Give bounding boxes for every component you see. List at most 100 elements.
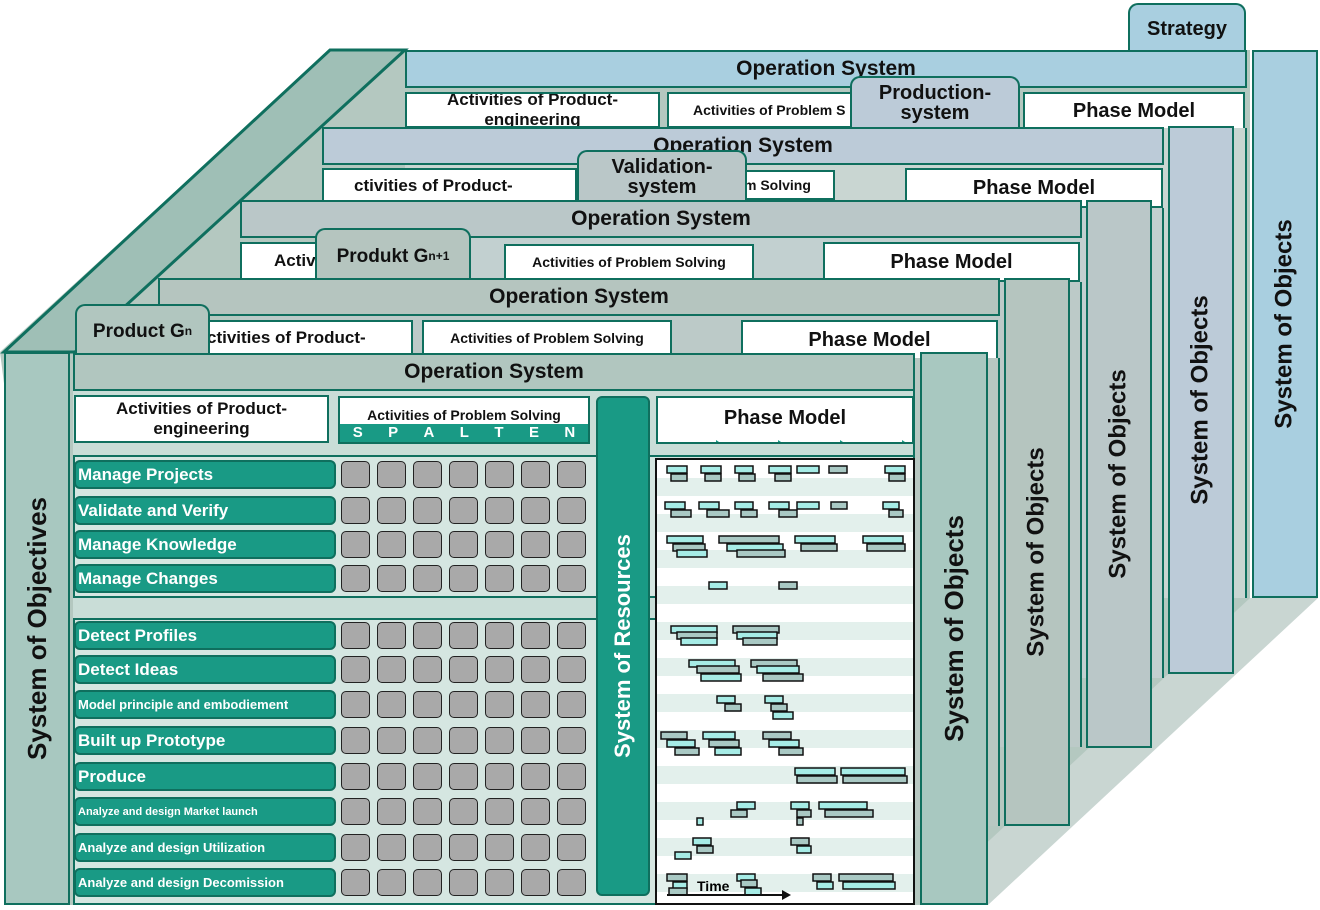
gantt-task-bar bbox=[842, 881, 896, 890]
gantt-task-bar bbox=[666, 465, 688, 474]
spalten-cell bbox=[557, 497, 586, 524]
gantt-task-bar bbox=[708, 739, 740, 748]
spalten-cell bbox=[449, 763, 478, 790]
gantt-bars bbox=[657, 465, 913, 900]
spalten-cell bbox=[341, 531, 370, 558]
gantt-task-bar bbox=[674, 851, 692, 860]
gantt-task-bar bbox=[824, 809, 874, 818]
gantt-task-bar bbox=[680, 637, 718, 646]
gantt-row-stripe bbox=[657, 838, 913, 856]
phase-model-box-2: Phase Model bbox=[823, 242, 1080, 282]
gantt-task-bar bbox=[768, 501, 790, 510]
spalten-cell bbox=[341, 834, 370, 861]
spalten-cell bbox=[521, 461, 550, 488]
gantt-task-bar bbox=[704, 473, 722, 482]
gantt-task-bar bbox=[778, 747, 804, 756]
spalten-cell bbox=[449, 798, 478, 825]
activities-problem-solving-box-2: Activities of Problem Solving bbox=[504, 244, 754, 280]
spalten-cell bbox=[377, 531, 406, 558]
spalten-letter: L bbox=[459, 424, 469, 441]
spalten-cell bbox=[557, 691, 586, 718]
spalten-cell bbox=[413, 869, 442, 896]
gantt-task-bar bbox=[700, 465, 722, 474]
gantt-task-bar bbox=[840, 767, 906, 776]
spalten-cell bbox=[377, 565, 406, 592]
gantt-task-bar bbox=[842, 775, 908, 784]
gantt-task-bar bbox=[862, 535, 904, 544]
gantt-row-stripe bbox=[657, 586, 913, 604]
operation-system-label: Operation System bbox=[404, 360, 584, 383]
spalten-cell bbox=[557, 763, 586, 790]
spalten-cell bbox=[521, 622, 550, 649]
gantt-task-bar bbox=[742, 637, 778, 646]
gantt-task-bar bbox=[734, 465, 754, 474]
gantt-task-bar bbox=[740, 509, 758, 518]
gantt-row-stripe bbox=[657, 478, 913, 496]
system-of-objectives-bar: System of Objectives bbox=[4, 352, 70, 905]
gantt-row-stripe bbox=[657, 622, 913, 640]
system-of-resources-label: System of Resources bbox=[610, 534, 636, 758]
activities-product-engineering-box-4: Activities of Product-engineering bbox=[405, 92, 660, 128]
gantt-task-bar bbox=[762, 731, 792, 740]
operation-system-bar-1: Operation System bbox=[158, 278, 1000, 316]
phase-model-label: Phase Model bbox=[808, 329, 931, 351]
activities-problem-solving-label: Activities of Problem Solving bbox=[367, 407, 561, 423]
activities-product-engineering-label: ctivities of Product- bbox=[207, 327, 366, 347]
activities-product-engineering-label: Activ bbox=[274, 250, 316, 270]
spalten-cell bbox=[377, 727, 406, 754]
gantt-task-bar bbox=[888, 509, 904, 518]
spalten-cell bbox=[449, 656, 478, 683]
spalten-cell bbox=[341, 461, 370, 488]
spalten-cell bbox=[557, 656, 586, 683]
validation-system-label: Validation- system bbox=[611, 156, 713, 198]
gantt-row-stripe bbox=[657, 514, 913, 532]
gantt-task-bar bbox=[770, 703, 788, 712]
gantt-task-bar bbox=[660, 731, 688, 740]
gantt-task-bar bbox=[664, 501, 686, 510]
spalten-cell bbox=[485, 656, 514, 683]
phase-model-label: Phase Model bbox=[723, 407, 847, 429]
spalten-letter: P bbox=[388, 424, 399, 441]
spalten-letter: N bbox=[564, 424, 576, 441]
activities-problem-solving-label: Activities of Problem Solving bbox=[532, 253, 726, 270]
spalten-cell bbox=[521, 763, 550, 790]
spalten-cell bbox=[485, 461, 514, 488]
spalten-cell bbox=[449, 565, 478, 592]
activities-product-engineering-box-3: ctivities of Product- bbox=[322, 168, 577, 204]
gantt-task-bar bbox=[716, 695, 736, 704]
gantt-task-bar bbox=[778, 509, 798, 518]
activity-label: Manage Projects bbox=[74, 460, 336, 489]
gantt-task-bar bbox=[706, 509, 730, 518]
gantt-task-bar bbox=[882, 501, 900, 510]
spalten-cell bbox=[485, 622, 514, 649]
spalten-cell bbox=[413, 461, 442, 488]
spalten-cell bbox=[485, 763, 514, 790]
spalten-cell bbox=[341, 691, 370, 718]
gantt-task-bar bbox=[666, 873, 688, 882]
spalten-cell bbox=[485, 565, 514, 592]
gantt-task-bar bbox=[666, 535, 704, 544]
spalten-cell bbox=[449, 622, 478, 649]
gantt-task-bar bbox=[762, 673, 804, 682]
system-of-objects-label: System of Objects bbox=[1023, 447, 1050, 657]
gantt-task-bar bbox=[828, 465, 848, 474]
spalten-cell bbox=[413, 622, 442, 649]
spalten-cell bbox=[341, 798, 370, 825]
gantt-task-bar bbox=[888, 473, 906, 482]
activities-product-engineering-box: Activities of Product-engineering bbox=[74, 395, 329, 443]
gantt-task-bar bbox=[838, 873, 894, 882]
gantt-task-bar bbox=[884, 465, 906, 474]
time-arrow-head bbox=[782, 890, 791, 900]
system-of-objects-bar-3: System of Objects bbox=[1168, 126, 1234, 674]
spalten-cell bbox=[521, 656, 550, 683]
gantt-task-bar bbox=[702, 731, 736, 740]
activity-label: Detect Ideas bbox=[74, 655, 336, 684]
system-of-objects-label: System of Objects bbox=[1105, 369, 1132, 579]
activity-label: Validate and Verify bbox=[74, 496, 336, 525]
spalten-cell bbox=[341, 656, 370, 683]
spalten-letter: T bbox=[494, 424, 504, 441]
spalten-cell bbox=[485, 531, 514, 558]
activity-label: Manage Knowledge bbox=[74, 530, 336, 559]
activity-label: Built up Prototype bbox=[74, 726, 336, 755]
operation-system-bar-2: Operation System bbox=[240, 200, 1082, 238]
